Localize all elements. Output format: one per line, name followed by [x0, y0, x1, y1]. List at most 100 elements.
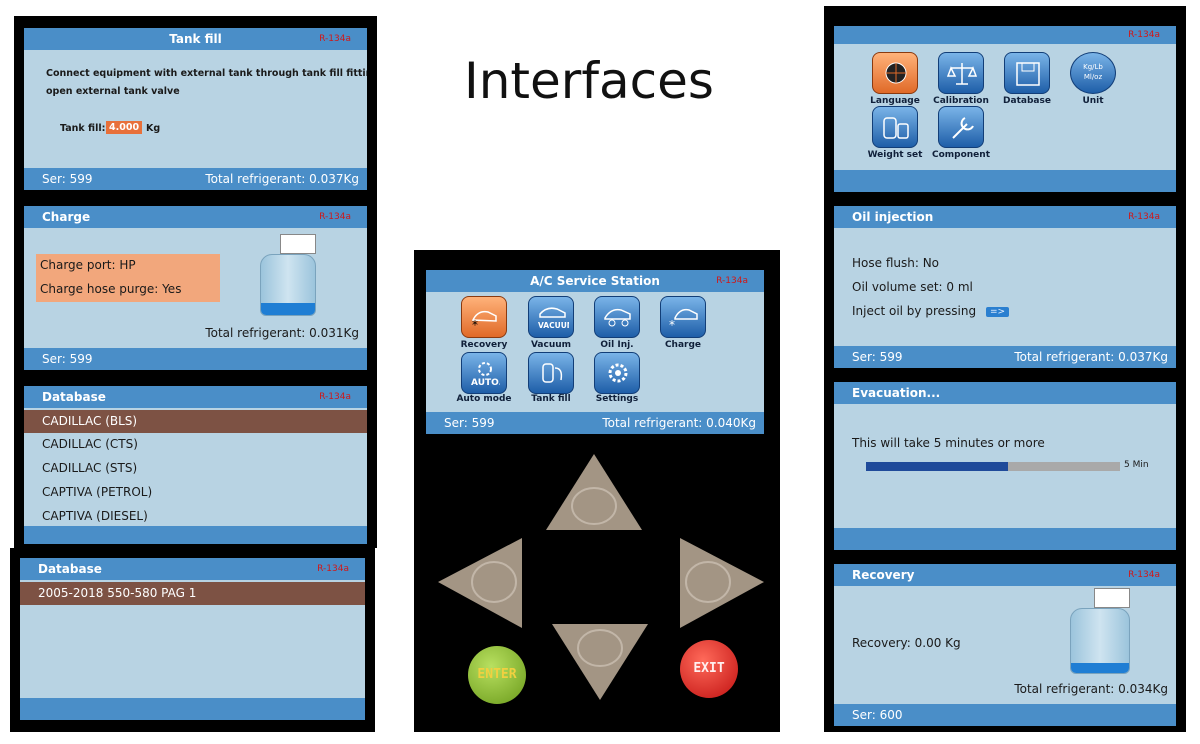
- panel-title: Tank fill: [169, 32, 222, 46]
- service-count: Ser: 599: [444, 416, 495, 430]
- component-wrench-icon[interactable]: [938, 106, 984, 148]
- refrigerant-cylinder-icon: [1070, 608, 1130, 674]
- total-refrigerant: Total refrigerant: 0.040Kg: [602, 416, 756, 430]
- oil-injection-icon[interactable]: [594, 296, 640, 338]
- panel-header: A/C Service Station R-134a: [426, 270, 764, 292]
- enter-button[interactable]: ENTER: [468, 646, 526, 704]
- recovery-panel: Recovery R-134a Recovery: 0.00 Kg Total …: [824, 560, 1186, 732]
- status-bar: Ser: 599 Total refrigerant: 0.037Kg: [24, 168, 367, 190]
- list-item[interactable]: CADILLAC (STS): [42, 461, 138, 475]
- status-bar: Ser: 600: [834, 704, 1176, 726]
- recovery-icon[interactable]: *: [461, 296, 507, 338]
- progress-label: 5 Min: [1124, 460, 1149, 470]
- oil-injection-label: Oil Inj.: [600, 340, 634, 350]
- exit-button[interactable]: EXIT: [680, 640, 738, 698]
- database-floppy-icon[interactable]: [1004, 52, 1050, 94]
- database-label: Database: [1003, 96, 1051, 106]
- service-count: Ser: 599: [42, 352, 93, 366]
- status-bar: Ser: 599: [24, 348, 367, 370]
- arrow-right-button[interactable]: [678, 536, 766, 630]
- recovery-label: Recovery: [460, 340, 508, 350]
- refrigerant-tag: R-134a: [319, 392, 351, 402]
- panel-title: Recovery: [852, 568, 915, 582]
- unit-label: Unit: [1082, 96, 1104, 106]
- panel-title: Evacuation...: [852, 386, 941, 400]
- arrow-left-button[interactable]: [436, 536, 524, 630]
- status-bar: Ser: 599 Total refrigerant: 0.037Kg: [834, 346, 1176, 368]
- tank-fill-label: Tank fill: [531, 394, 571, 404]
- refrigerant-tag: R-134a: [1128, 570, 1160, 580]
- refrigerant-cylinder-icon: [260, 254, 316, 316]
- list-item[interactable]: CAPTIVA (PETROL): [42, 485, 153, 499]
- refrigerant-tag: R-134a: [319, 212, 351, 222]
- panel-title: A/C Service Station: [530, 274, 660, 288]
- weight-set-label: Weight set: [867, 150, 923, 160]
- refrigerant-tag: R-134a: [716, 276, 748, 286]
- oil-injection-panel: Oil injection R-134a Hose flush: No Oil …: [824, 200, 1186, 376]
- total-refrigerant: Total refrigerant: 0.037Kg: [205, 172, 359, 186]
- tank-fill-label: Tank fill:: [60, 123, 106, 134]
- list-item[interactable]: 2005-2018 550-580 PAG 1: [20, 582, 365, 605]
- page-title: Interfaces: [464, 52, 714, 110]
- charge-port: Charge port: HP: [40, 258, 136, 272]
- charge-panel: Charge R-134a Charge port: HP Charge hos…: [14, 198, 377, 378]
- vacuum-icon[interactable]: VACUUM: [528, 296, 574, 338]
- tank-fill-panel: Tank fill R-134a Connect equipment with …: [14, 16, 377, 198]
- list-item[interactable]: CADILLAC (CTS): [42, 437, 138, 451]
- inject-key-hint: =>: [986, 307, 1010, 317]
- weight-set-icon[interactable]: [872, 106, 918, 148]
- panel-title: Database: [38, 562, 102, 576]
- total-refrigerant: Total refrigerant: 0.037Kg: [1014, 350, 1168, 364]
- tank-fill-unit: Kg: [146, 123, 161, 134]
- tank-fill-input[interactable]: 4.000: [106, 121, 143, 134]
- charge-settings-box: [36, 254, 220, 302]
- panel-title: Charge: [42, 210, 91, 224]
- recovery-amount: Recovery: 0.00 Kg: [852, 636, 961, 650]
- cylinder-cap: [280, 234, 316, 254]
- settings-menu-panel: R-134a Language Calibration Database Kg/…: [824, 6, 1186, 200]
- panel-header: Charge R-134a: [24, 206, 367, 228]
- language-globe-icon[interactable]: [872, 52, 918, 94]
- settings-gear-icon[interactable]: [594, 352, 640, 394]
- cylinder-level: [1071, 663, 1129, 673]
- auto-mode-icon[interactable]: AUTO.: [461, 352, 507, 394]
- component-label: Component: [931, 150, 990, 160]
- unit-icon-text-2: Ml/oz: [1083, 73, 1103, 81]
- status-bar: [834, 170, 1176, 192]
- charge-label: Charge: [664, 340, 702, 350]
- panel-header: Database R-134a: [24, 386, 367, 408]
- charge-icon[interactable]: *: [660, 296, 706, 338]
- calibration-scale-icon[interactable]: [938, 52, 984, 94]
- cylinder-cap: [1094, 588, 1130, 608]
- arrow-down-button[interactable]: [550, 622, 650, 702]
- total-refrigerant: Total refrigerant: 0.034Kg: [1014, 682, 1168, 696]
- database-detail-panel: Database R-134a 2005-2018 550-580 PAG 1: [10, 548, 375, 732]
- list-item[interactable]: CAPTIVA (DIESEL): [42, 509, 148, 523]
- charge-hose-purge: Charge hose purge: Yes: [40, 282, 182, 296]
- vacuum-label: Vacuum: [530, 340, 572, 350]
- service-count: Ser: 599: [852, 350, 903, 364]
- service-count: Ser: 599: [42, 172, 93, 186]
- svg-text:*: *: [472, 318, 478, 330]
- panel-header: Recovery R-134a: [834, 564, 1176, 586]
- list-item[interactable]: CADILLAC (BLS): [24, 410, 367, 433]
- inject-instruction: Inject oil by pressing: [852, 304, 977, 318]
- panel-title: Database: [42, 390, 106, 404]
- status-bar: [24, 526, 367, 544]
- panel-header: R-134a: [834, 26, 1176, 44]
- vacuum-icon-text: VACUUM: [538, 321, 569, 330]
- refrigerant-tag: R-134a: [1128, 212, 1160, 222]
- progress-bar: [866, 462, 1120, 471]
- unit-icon[interactable]: Kg/Lb Ml/oz: [1070, 52, 1116, 94]
- unit-icon-text-1: Kg/Lb: [1083, 63, 1103, 71]
- refrigerant-tag: R-134a: [319, 34, 351, 44]
- calibration-label: Calibration: [933, 96, 989, 106]
- panel-header: Oil injection R-134a: [834, 206, 1176, 228]
- arrow-up-button[interactable]: [544, 452, 644, 532]
- tank-fill-icon[interactable]: [528, 352, 574, 394]
- status-bar: [20, 698, 365, 720]
- ac-service-station-device: A/C Service Station R-134a * Recovery VA…: [414, 250, 780, 732]
- oil-volume: Oil volume set: 0 ml: [852, 280, 973, 294]
- hose-flush: Hose flush: No: [852, 256, 940, 270]
- panel-header: Evacuation...: [834, 382, 1176, 404]
